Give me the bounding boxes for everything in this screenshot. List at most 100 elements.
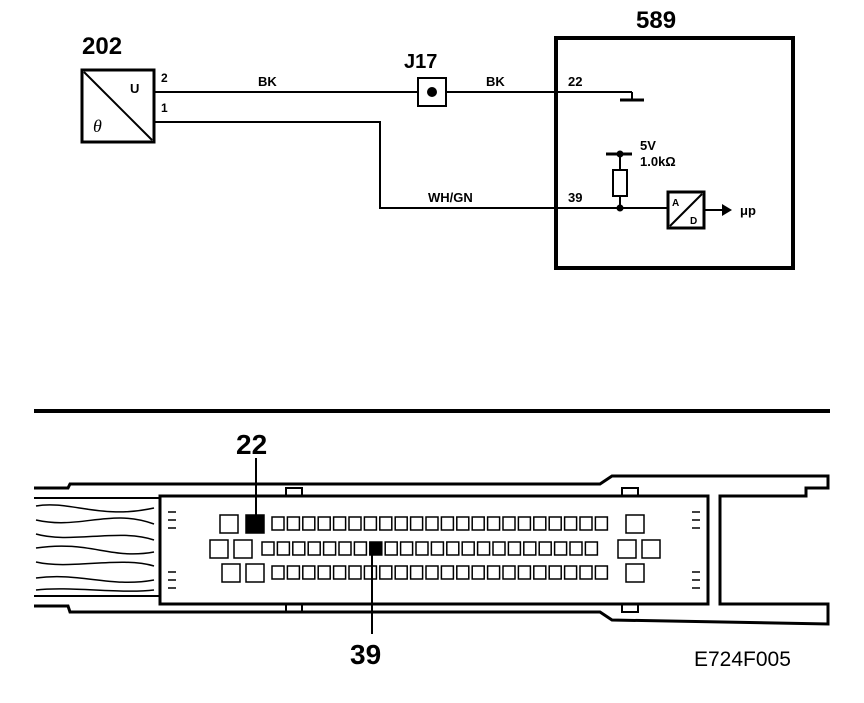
- wire-label-bk-left: BK: [258, 74, 277, 89]
- connector-large-pin: [233, 539, 253, 559]
- connector-large-pin: [209, 539, 229, 559]
- connector-small-pin: [440, 565, 455, 580]
- connector-small-pin: [332, 565, 347, 580]
- connector-small-pin: [286, 516, 301, 531]
- connector-small-pin: [322, 541, 337, 556]
- connector-small-pin: [338, 541, 352, 556]
- adc-d-label: D: [690, 216, 697, 227]
- junction-box: [417, 77, 447, 107]
- ecu-pin-39: 39: [568, 190, 582, 205]
- connector-small-pin: [394, 516, 408, 531]
- sensor-diagonal: [83, 71, 153, 141]
- connector-small-pin: [471, 516, 485, 531]
- connector-large-pin: [219, 514, 239, 534]
- connector-small-pin: [425, 565, 439, 580]
- connector-tab-top-1: [285, 487, 303, 497]
- connector-small-pin: [353, 541, 368, 556]
- connector-small-pin: [292, 541, 306, 556]
- connector-small-pin: [569, 541, 583, 556]
- connector-small-pin: [409, 516, 424, 531]
- connector-small-pin: [379, 565, 393, 580]
- connector-small-pin: [563, 565, 578, 580]
- connector-small-pin: [517, 516, 532, 531]
- connector-small-pin: [348, 516, 362, 531]
- schematic: 202 U θ 2 1 BK BK J17 WH/GN 589 22 39: [80, 7, 795, 270]
- connector-large-pin: [221, 563, 241, 583]
- connector-small-pin: [523, 541, 537, 556]
- connector-ribs-right: [692, 511, 700, 589]
- connector-pin-22-highlight: [245, 514, 265, 534]
- sensor-pin-2: 2: [161, 71, 168, 85]
- supply-voltage-label: 5V: [640, 138, 656, 153]
- adc-a-label: A: [672, 198, 679, 209]
- sensor-u-symbol: U: [130, 81, 139, 96]
- connector-small-pin: [379, 516, 393, 531]
- connector-small-pin: [276, 541, 291, 556]
- connector-small-pin: [594, 516, 609, 531]
- wire-label-wh-gn: WH/GN: [428, 190, 473, 205]
- connector-large-pin: [245, 563, 265, 583]
- connector-small-pin: [507, 541, 522, 556]
- connector-small-pin: [461, 541, 475, 556]
- connector-small-pin: [286, 565, 301, 580]
- adc-diagonal: [669, 193, 703, 227]
- sensor-pin-1: 1: [161, 101, 168, 115]
- connector-small-pin: [502, 516, 516, 531]
- connector-small-pin: [384, 541, 398, 556]
- connector-small-pin: [579, 565, 593, 580]
- connector-small-pin: [476, 541, 491, 556]
- connector-small-pin: [317, 565, 331, 580]
- connector-small-pin: [594, 565, 609, 580]
- connector-small-pin: [399, 541, 414, 556]
- callout-pin-39: 39: [350, 639, 381, 670]
- connector-drawing: 22 39: [34, 429, 830, 670]
- connector-small-pin: [363, 565, 378, 580]
- wire-label-bk-right: BK: [486, 74, 505, 89]
- junction-id-label: J17: [404, 51, 437, 73]
- connector-small-pin: [271, 516, 285, 531]
- connector-small-pin: [471, 565, 485, 580]
- connector-tab-bottom-1: [285, 603, 303, 613]
- connector-small-pin: [492, 541, 506, 556]
- connector-large-pin: [641, 539, 661, 559]
- junction-dot: [427, 87, 437, 97]
- connector-small-pin: [307, 541, 321, 556]
- connector-small-pin: [440, 516, 455, 531]
- connector-small-pin: [415, 541, 429, 556]
- connector-small-pin: [456, 565, 470, 580]
- connector-small-pin: [553, 541, 568, 556]
- connector-small-pin: [533, 565, 547, 580]
- wire-wh-gn: [154, 121, 556, 209]
- connector-ribs-left: [168, 511, 176, 589]
- connector-large-pin: [625, 514, 645, 534]
- connector-small-pin: [332, 516, 347, 531]
- connector-pin-grid: [209, 514, 661, 583]
- cable-bundle-icon: [35, 504, 155, 592]
- resistor-icon: [612, 169, 628, 197]
- connector-small-pin: [317, 516, 331, 531]
- harness-shell: [34, 474, 830, 626]
- connector-small-pin: [486, 565, 501, 580]
- signal-node-dot: [616, 204, 624, 212]
- connector-small-pin: [302, 516, 316, 531]
- connector-small-pin: [486, 516, 501, 531]
- connector-small-pin: [584, 541, 599, 556]
- ecu-id-label: 589: [636, 7, 676, 34]
- connector-body: [158, 494, 710, 606]
- connector-small-pin: [394, 565, 408, 580]
- connector-small-pin: [446, 541, 460, 556]
- connector-small-pin: [302, 565, 316, 580]
- connector-small-pin: [579, 516, 593, 531]
- connector-small-pin: [548, 516, 562, 531]
- sensor-id-label: 202: [82, 33, 122, 60]
- connector-small-pin: [548, 565, 562, 580]
- sensor-box: [80, 68, 156, 144]
- connector-tab-top-2: [621, 487, 639, 497]
- sensor-theta-symbol: θ: [93, 116, 102, 136]
- connector-small-pin: [409, 565, 424, 580]
- connector-small-pin: [563, 516, 578, 531]
- connector-small-pin: [538, 541, 552, 556]
- connector-small-pin: [363, 516, 378, 531]
- connector-small-pin: [425, 516, 439, 531]
